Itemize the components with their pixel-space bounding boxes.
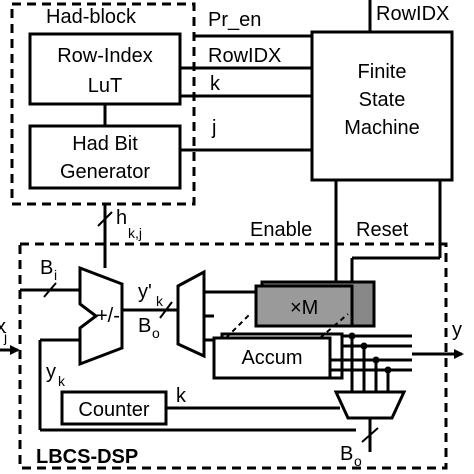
accum-label: Accum: [241, 347, 302, 369]
h-subscript: k,j: [128, 225, 142, 241]
y-k-label: y: [46, 361, 56, 383]
accum-box: [212, 336, 332, 380]
had-bit-generator-box: [28, 124, 182, 190]
add-sub-unit: [78, 265, 124, 367]
x-subscript: j: [3, 329, 7, 345]
b-o-slash: [159, 301, 173, 319]
b-i-subscript: i: [54, 267, 57, 283]
b-o-subscript: o: [152, 325, 160, 341]
had-block-container: [10, 2, 196, 206]
row-index-lut-label-line1: Row-Index: [57, 45, 153, 67]
fsm-label-line1: Finite: [358, 61, 407, 83]
b-o-bottom-slash: [361, 427, 379, 443]
had-block-title: Had-block: [46, 6, 137, 28]
lbcs-dsp-container: [18, 242, 448, 470]
had-bit-generator-label-line2: Generator: [60, 161, 150, 183]
counter-box: [60, 390, 168, 426]
reset-label: Reset: [356, 219, 409, 241]
demux-unit: [176, 269, 206, 359]
add-sub-label: +/-: [96, 305, 120, 327]
mux-tap-dot-1: [348, 332, 356, 340]
h-kj-slash: [97, 211, 113, 227]
mux-tap-dot-3: [372, 356, 380, 364]
dashed-link-2: [319, 313, 349, 339]
rowidx-top-label: RowIDX: [376, 3, 449, 25]
rowidx-label: RowIDX: [208, 45, 281, 67]
k-label: k: [210, 73, 221, 95]
mux-tap-dot-4: [384, 366, 392, 374]
b-i-slash: [43, 282, 57, 298]
j-label: j: [211, 117, 216, 139]
b-o-bottom-label: B: [340, 443, 353, 465]
h-label: h: [116, 207, 127, 229]
fsm-label-line2: State: [359, 89, 406, 111]
row-index-lut-label-line2: LuT: [88, 75, 122, 97]
b-o-label: B: [138, 315, 151, 337]
pr-en-label: Pr_en: [208, 9, 261, 31]
xm-box: [254, 284, 354, 328]
enable-label: Enable: [250, 219, 312, 241]
lbcs-dsp-title: LBCS-DSP: [36, 446, 138, 468]
had-bit-generator-label-line1: Had Bit: [72, 133, 138, 155]
fsm-label-line3: Machine: [344, 117, 420, 139]
mux-tap-dot-2: [360, 342, 368, 350]
xm-label: ×M: [290, 297, 318, 319]
b-i-label: B: [40, 257, 53, 279]
y-prime-subscript: k: [156, 293, 164, 309]
y-k-subscript: k: [58, 373, 66, 389]
fsm-box: [310, 30, 454, 182]
y-output-label: y: [452, 319, 462, 341]
output-mux: [333, 390, 407, 420]
counter-label: Counter: [78, 399, 149, 421]
dashed-link-1: [225, 313, 251, 339]
y-prime-label: y': [138, 281, 152, 303]
b-o-bottom-subscript: o: [354, 453, 362, 469]
x-label: x: [0, 316, 6, 338]
counter-k-label: k: [176, 385, 187, 407]
